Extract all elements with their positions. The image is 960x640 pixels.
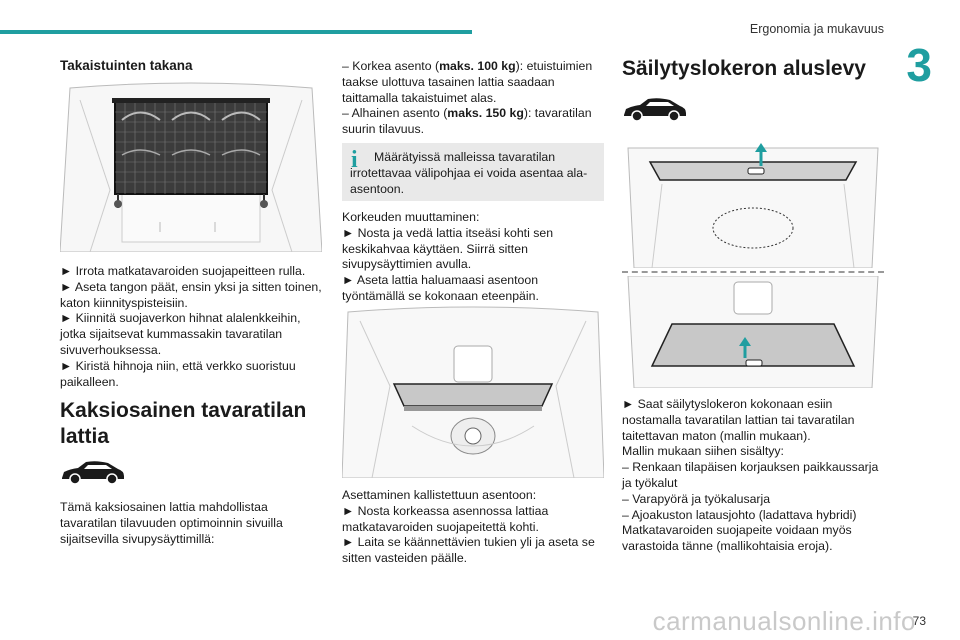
- position-low-prefix: – Alhainen asento (: [342, 106, 448, 121]
- heading-rear-seats: Takaistuinten takana: [60, 58, 193, 73]
- rear-seats-steps: ► Irrota matkatavaroiden suojapeitteen r…: [60, 264, 322, 390]
- height-step-1: ► Nosta ja vedä lattia itseäsi kohti sen…: [342, 225, 554, 272]
- contents-item-2: – Varapyörä ja työkalusarja: [622, 491, 771, 506]
- section-title-storage-floor: Säilytyslokeron aluslevy: [622, 57, 866, 80]
- tilt-title: Asettaminen kallistettuun asentoon:: [342, 488, 537, 502]
- chapter-number: 3: [906, 39, 932, 91]
- info-box: i Määrätyissä malleissa tavaratilan irro…: [342, 143, 604, 201]
- section-header: Ergonomia ja mukavuus: [749, 22, 884, 36]
- section-title-two-part-floor: Kaksiosainen tavaratilan lattia: [60, 399, 307, 448]
- tilted-floor-illustration: [342, 306, 604, 478]
- contents-item-3: – Ajoakuston latausjohto (ladattava hybr…: [622, 507, 857, 522]
- page-number: 73: [912, 614, 926, 628]
- position-low-text: ): tavaratilan suurin tilavuus.: [342, 106, 592, 137]
- storage-floor-bottom-illustration: [627, 276, 879, 388]
- storage-floor-top-illustration: [627, 143, 879, 268]
- cargo-net-illustration: [60, 82, 322, 252]
- step-4: ► Kiristä hihnoja niin, että verkko suor…: [60, 358, 296, 389]
- position-high: – Korkea asento (maks. 100 kg): etuistui…: [342, 59, 604, 106]
- floor-positions: – Korkea asento (maks. 100 kg): etuistui…: [342, 59, 604, 138]
- tilt-step-1: ► Nosta korkeassa asennossa lattiaa matk…: [342, 503, 549, 534]
- figure-divider: [622, 271, 884, 273]
- contents-item-1: – Renkaan tilapäisen korjauksen paikkaus…: [622, 460, 879, 490]
- position-high-text: ): etuistuimien taakse ulottuva tasainen…: [342, 59, 593, 105]
- suv-silhouette-icon: [62, 461, 124, 485]
- column-1: Takaistuinten takana: [60, 58, 322, 74]
- height-step-2: ► Aseta lattia haluamaasi asentoon työnt…: [342, 273, 539, 303]
- contents-title: Mallin mukaan siihen sisältyy:: [622, 444, 784, 459]
- step-1: ► Irrota matkatavaroiden suojapeitteen r…: [60, 264, 306, 278]
- step-2: ► Aseta tangon päät, ensin yksi ja sitte…: [60, 279, 322, 310]
- tilt-position: Asettaminen kallistettuun asentoon: ► No…: [342, 488, 604, 567]
- header-accent-bar: [0, 30, 472, 34]
- storage-step: ► Saat säilytyslokeron kokonaan esiin no…: [622, 397, 855, 443]
- tilt-step-2: ► Laita se käännettävien tukien yli ja a…: [342, 535, 595, 566]
- suv-silhouette-icon: [624, 98, 686, 122]
- step-3: ► Kiinnitä suojaverkon hihnat alalenkkei…: [60, 311, 301, 357]
- two-part-floor-intro: Tämä kaksiosainen lattia mahdollistaa ta…: [60, 500, 283, 546]
- height-title: Korkeuden muuttaminen:: [342, 210, 480, 224]
- info-text: Määrätyissä malleissa tavaratilan irrote…: [350, 150, 588, 196]
- watermark: carmanualsonline.info: [652, 606, 916, 636]
- height-change: Korkeuden muuttaminen: ► Nosta ja vedä l…: [342, 210, 604, 305]
- two-part-floor-section: Kaksiosainen tavaratilan lattia: [60, 398, 322, 450]
- info-icon: i: [351, 147, 358, 173]
- position-low-load: maks. 150 kg: [447, 106, 524, 121]
- storage-section: Säilytyslokeron aluslevy: [622, 56, 884, 82]
- storage-note: Matkatavaroiden suojapeite voidaan myös …: [622, 523, 852, 554]
- position-high-prefix: – Korkea asento (: [342, 59, 440, 73]
- position-high-load: maks. 100 kg: [439, 59, 516, 73]
- position-low: – Alhainen asento (maks. 150 kg): tavara…: [342, 106, 604, 138]
- storage-text: ► Saat säilytyslokeron kokonaan esiin no…: [622, 397, 884, 555]
